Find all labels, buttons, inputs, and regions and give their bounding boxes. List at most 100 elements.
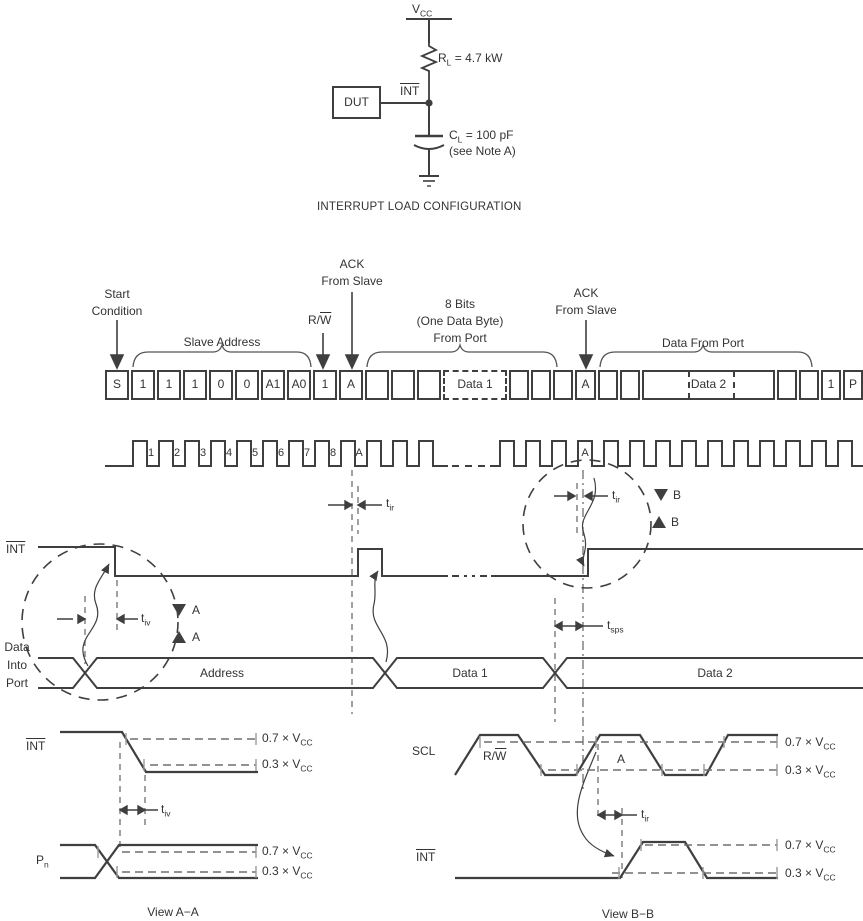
view-aa-int-label: INT [26,739,46,753]
view-bb-rw-label: R/W [483,749,507,763]
view-aa-ticks [97,733,257,878]
clock-number: 1 [147,447,155,459]
reference-dashed-lines [84,470,623,878]
clock-ack2-number: A [581,447,589,459]
view-aa-circle [21,543,179,701]
bus-address-label: Address [199,666,245,680]
t-iv-label: tiv [141,611,151,628]
frame-cell-data2-label: Data 2 [690,377,727,391]
pn-label: Pn [36,853,49,870]
clock-number: 8 [329,447,337,459]
frame-cell-empty [799,370,819,400]
frame-cell-bit: 1 [157,370,181,400]
i2c-frame-row: S 1 1 1 0 0 A1 A0 1 A Data 1 A Data 2 1 … [105,370,863,400]
ack2-label: ACK From Slave [555,286,617,317]
detail-view-circles [21,459,652,701]
frame-cell-empty [620,370,640,400]
t-sps-label: tsps [607,618,624,635]
frame-cell-bit: 0 [235,370,259,400]
data-into-port-bus [38,657,863,689]
frame-braces [132,342,813,368]
view-bb-waveforms [454,733,778,880]
view-bb-levels [484,741,777,874]
frame-cell-stop: P [843,370,863,400]
rl-value-label: RL = 4.7 kW [438,51,503,68]
frame-cell-bit: 1 [183,370,207,400]
view-aa-waveforms [60,730,258,880]
frame-cell-data1: Data 1 [443,370,507,400]
marker-b-down-triangle [654,489,668,501]
pointer-curves [82,477,615,858]
clock-number: 5 [251,447,259,459]
view-bb-int-label: INT [416,850,436,864]
view-bb-level-high-1: 0.7 × VCC [785,735,836,752]
section-a-label: A [192,603,201,617]
eight-bits-label: 8 Bits (One Data Byte) From Port [416,297,504,345]
view-bb-scl-label: SCL [412,744,436,758]
frame-cell-empty [777,370,797,400]
cl-note-label: (see Note A) [449,144,516,158]
frame-cell-empty [553,370,573,400]
int-signal-label: INT [6,542,26,556]
clock-number: 2 [173,447,181,459]
clock-number: 4 [225,447,233,459]
bus-data2-label: Data 2 [697,666,733,680]
bus-data1-label: Data 1 [452,666,488,680]
view-aa-level-high-2: 0.7 × VCC [262,844,313,861]
slave-address-brace [132,342,312,368]
section-a-label: A [192,630,201,644]
clock-number: 7 [303,447,311,459]
marker-a-up-triangle [172,631,186,643]
section-markers [172,489,668,643]
view-aa-levels [122,738,256,873]
frame-cell-data2: Data 2 [642,370,775,400]
marker-b-up-triangle [652,516,666,528]
view-aa-caption: View A−A [147,905,199,919]
t-ir2-label: tir [612,488,621,505]
frame-cell-empty [509,370,529,400]
data2-dashed-separator [733,371,735,399]
data-into-port-label-2: Into [6,658,27,672]
vcc-label: VCC [412,2,433,19]
eight-bits-brace [366,342,558,368]
frame-annotation-arrows [109,292,594,370]
data-from-port-label: Data From Port [661,336,745,350]
data2-dashed-separator [688,371,690,399]
view-bb-int [455,840,778,880]
interrupt-load-circuit [332,18,452,187]
clock-number: 6 [277,447,285,459]
frame-cell-empty [365,370,389,400]
data-into-port-label-3: Port [5,676,28,690]
timing-annotations [57,490,637,821]
marker-a-down-triangle [172,604,186,616]
frame-cell-a0: A0 [287,370,311,400]
slave-address-label: Slave Address [183,335,261,349]
frame-cell-ack1: A [339,370,363,400]
clock-number: 3 [199,447,207,459]
clock-ack-number: A [355,447,363,459]
view-bb-level-low-2: 0.3 × VCC [785,866,836,883]
frame-cell-a1: A1 [261,370,285,400]
view-aa-level-low-1: 0.3 × VCC [262,757,313,774]
data-from-port-brace [599,342,813,368]
rw-label: R/W [308,313,332,327]
int-waveform [38,546,863,577]
cl-value-label: CL = 100 pF [449,128,514,145]
view-bb-level-high-2: 0.7 × VCC [785,838,836,855]
frame-cell-empty [531,370,551,400]
view-bb-circle [522,459,652,589]
data-into-port-label-1: Data [4,640,30,654]
frame-cell-start: S [105,370,129,400]
circuit-caption: INTERRUPT LOAD CONFIGURATION [317,201,522,213]
view-aa-t-iv-label: tiv [161,802,171,819]
section-b-label: B [673,488,682,502]
ack1-label: ACK From Slave [321,257,383,288]
frame-cell-empty [417,370,441,400]
t-ir-label: tir [386,496,395,513]
view-bb-scl [454,733,778,777]
view-bb-level-low-1: 0.3 × VCC [785,763,836,780]
frame-cell-bit: 1 [131,370,155,400]
view-bb-t-ir-label: tir [641,807,650,824]
frame-cell-empty [391,370,415,400]
